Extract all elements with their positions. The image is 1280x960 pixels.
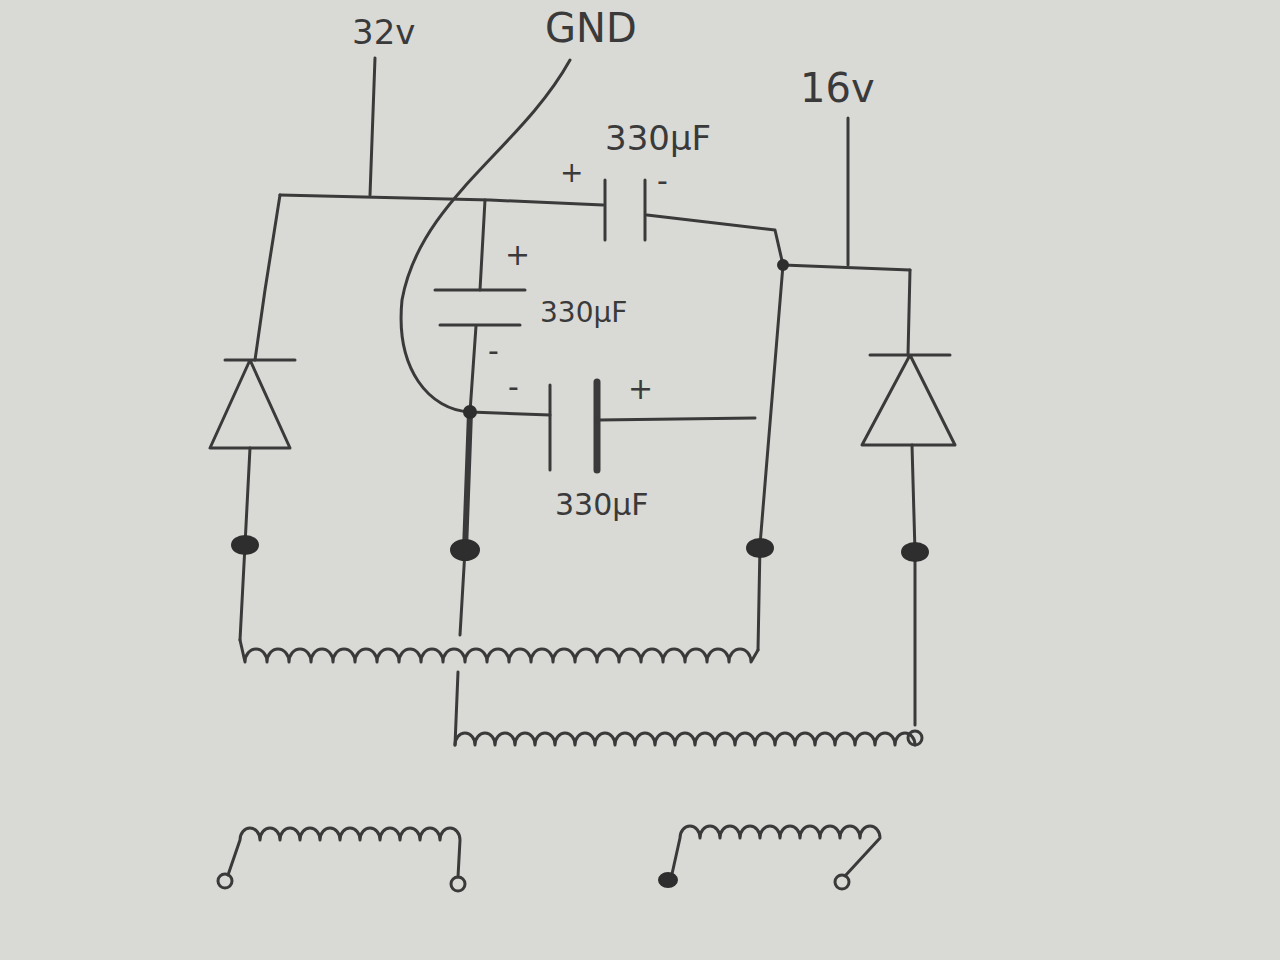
wire (255, 195, 280, 360)
terminal-dot (451, 540, 479, 560)
capacitor-symbol (605, 180, 645, 240)
terminal (835, 875, 849, 889)
top-rail (280, 195, 603, 205)
polarity-mark: + (505, 238, 530, 271)
polarity-mark: + (628, 372, 653, 405)
terminal-dot (232, 536, 258, 554)
polarity-mark: - (508, 370, 519, 403)
capacitor-symbol (594, 382, 601, 470)
polarity-mark: - (488, 334, 499, 367)
coil-end-loop (908, 731, 922, 745)
polarity-mark: - (657, 164, 668, 197)
capacitance-label: 330µF (605, 120, 711, 157)
terminal (451, 877, 465, 891)
terminal (218, 874, 232, 888)
polarity-mark: + (560, 158, 583, 189)
wire (912, 445, 915, 725)
wire (599, 418, 755, 420)
wire (647, 215, 783, 265)
wire (758, 265, 783, 650)
supply-wire (847, 118, 850, 265)
wire (470, 326, 476, 412)
wire (470, 412, 550, 415)
capacitance-label: 330µF (555, 488, 649, 521)
diode-symbol (862, 355, 955, 445)
wire (460, 550, 465, 635)
capacitance-label: 330µF (540, 298, 627, 329)
inductor-coil (455, 733, 915, 745)
ground-wire (401, 60, 570, 412)
supply-wire (370, 58, 375, 195)
junction-dot (778, 260, 788, 270)
wire (783, 265, 910, 270)
capacitor-symbol (435, 290, 525, 325)
inductor-coil (228, 828, 460, 877)
terminal-dot (747, 539, 773, 557)
voltage-label: 16v (800, 66, 875, 110)
wire (465, 412, 470, 550)
wire (480, 200, 485, 290)
junction-dot (464, 406, 476, 418)
diode-symbol (210, 360, 295, 448)
ground-label: GND (545, 6, 637, 50)
capacitor-symbol (549, 385, 552, 470)
inductor-coil (672, 826, 880, 876)
wire (908, 270, 910, 355)
terminal (659, 873, 677, 887)
terminal-dot (902, 543, 928, 561)
center-tap-wire (455, 672, 458, 745)
voltage-label: 32v (352, 14, 415, 51)
inductor-coil (240, 640, 758, 662)
